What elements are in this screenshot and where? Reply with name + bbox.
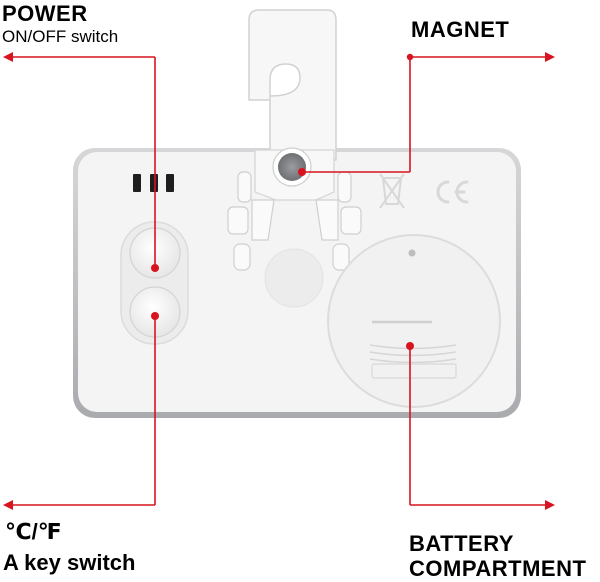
hook bbox=[248, 9, 337, 161]
weee-bin-icon bbox=[379, 173, 405, 209]
battery-embossed-text bbox=[371, 363, 457, 379]
battery-label-line1: BATTERY bbox=[409, 531, 514, 556]
temp-unit-label: ℃/℉ bbox=[5, 519, 62, 544]
round-window bbox=[264, 248, 324, 308]
battery-tab bbox=[408, 249, 416, 257]
ce-mark-icon bbox=[436, 180, 469, 204]
callout-lines bbox=[10, 56, 548, 506]
power-title: POWER bbox=[2, 1, 88, 26]
temp-subtitle: A key switch bbox=[3, 550, 136, 575]
vent-slots-icon bbox=[133, 174, 174, 192]
callout-dots bbox=[151, 53, 414, 350]
battery-label-line2: COMPARTMENT bbox=[409, 556, 587, 581]
hinge-legs bbox=[227, 171, 362, 271]
magnet-label: MAGNET bbox=[411, 17, 510, 42]
callout-arrowheads bbox=[3, 52, 555, 510]
power-subtitle: ON/OFF switch bbox=[2, 27, 119, 46]
magnet-core bbox=[278, 153, 306, 181]
